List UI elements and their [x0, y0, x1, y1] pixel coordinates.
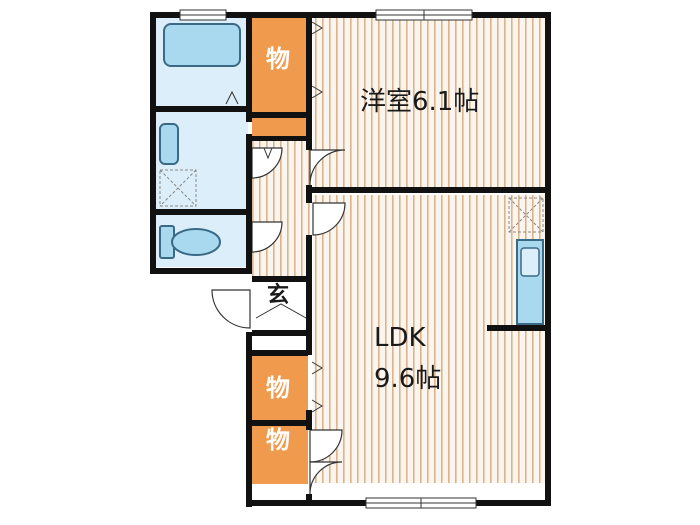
- entrance-label: 玄: [267, 283, 290, 308]
- door-swings: [211, 147, 346, 495]
- toilet-icon: [159, 225, 221, 259]
- ldk-floor: [313, 195, 547, 483]
- closet-shelf: [252, 118, 308, 138]
- refrigerator-space-icon: [508, 197, 544, 233]
- entrance-floor: [252, 282, 310, 332]
- kitchen-sink-basin-icon: [520, 247, 540, 277]
- ldk-label-line2: 9.6帖: [374, 364, 442, 394]
- western-room-label: 洋室6.1帖: [360, 87, 480, 117]
- storage-label-1: 物: [266, 45, 290, 73]
- storage-closet-2: [252, 355, 308, 420]
- ldk-label-line1: LDK: [374, 323, 426, 353]
- western-room-floor: [313, 17, 547, 190]
- window-lines: [180, 10, 476, 508]
- washbasin-icon: [159, 123, 179, 165]
- storage-label-2: 物: [266, 374, 290, 402]
- closet-door-marks: [225, 21, 323, 413]
- washer-space-icon: [159, 169, 197, 207]
- storage-label-3: 物: [266, 426, 290, 454]
- storage-closet-3: [252, 426, 308, 484]
- entrance-step-icon: [255, 303, 307, 319]
- storage-closet-1: [252, 17, 308, 112]
- bathtub-icon: [163, 23, 241, 67]
